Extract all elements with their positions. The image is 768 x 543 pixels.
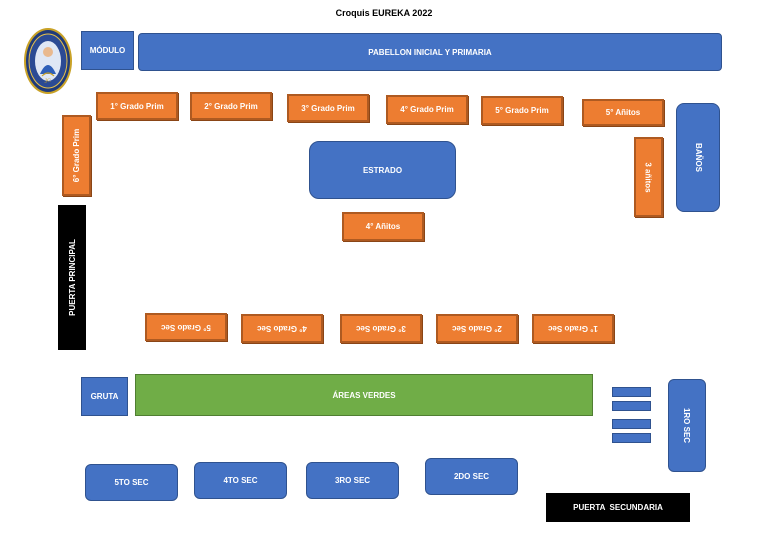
classroom-1-prim: 1° Grado Prim	[96, 92, 178, 120]
gruta-label: GRUTA	[90, 392, 119, 401]
puerta-secundaria: PUERTA SECUNDARIA	[546, 493, 690, 522]
classroom-label: 6° Grado Prim	[72, 128, 81, 183]
areas-verdes: ÁREAS VERDES	[135, 374, 593, 416]
classroom-3-prim: 3° Grado Prim	[287, 94, 369, 122]
svg-text:JC: JC	[44, 78, 51, 84]
classroom-label: 4° Añitos	[365, 222, 401, 231]
classroom-3-anitos: 3 añitos	[634, 137, 663, 217]
classroom-3-sec: 3° Grado Sec	[340, 314, 422, 343]
banos-block: BAÑOS	[676, 103, 720, 212]
pabellon-label: PABELLON INICIAL Y PRIMARIA	[368, 47, 492, 57]
block-label: 1RO SEC	[682, 407, 692, 444]
stairs-bar	[612, 433, 651, 443]
classroom-4-sec: 4° Grado Sec	[241, 314, 323, 343]
school-seal-logo: JC	[24, 28, 72, 94]
classroom-label: 1° Grado Sec	[548, 324, 598, 333]
estrado-block: ESTRADO	[309, 141, 456, 199]
classroom-1-sec: 1° Grado Sec	[532, 314, 614, 343]
classroom-label: 3° Grado Sec	[356, 324, 406, 333]
modulo-label: MÓDULO	[89, 46, 126, 55]
classroom-label: 2° Grado Prim	[204, 101, 258, 111]
stairs-bar	[612, 387, 651, 397]
classroom-2-prim: 2° Grado Prim	[190, 92, 272, 120]
modulo-block: MÓDULO	[81, 31, 134, 70]
block-label: 4TO SEC	[223, 476, 258, 485]
stairs-bar	[612, 419, 651, 429]
pabellon-inicial-primaria: PABELLON INICIAL Y PRIMARIA	[138, 33, 722, 71]
classroom-label: 4° Grado Prim	[400, 105, 454, 114]
puerta-principal: PUERTA PRINCIPAL	[58, 205, 86, 350]
block-label: 2DO SEC	[453, 472, 490, 481]
classroom-label: 5° Grado Sec	[161, 322, 211, 332]
block-1ro-sec: 1RO SEC	[668, 379, 706, 472]
classroom-5-sec: 5° Grado Sec	[145, 313, 227, 341]
block-label: 5TO SEC	[114, 478, 149, 487]
page-title: Croquis EUREKA 2022	[335, 8, 433, 18]
stairs-bar	[612, 401, 651, 411]
classroom-label: 1° Grado Prim	[110, 101, 164, 111]
banos-label: BAÑOS	[693, 143, 703, 172]
block-2do-sec: 2DO SEC	[425, 458, 518, 495]
classroom-label: 3 añitos	[644, 161, 654, 193]
classroom-4-anitos: 4° Añitos	[342, 212, 424, 241]
classroom-6-prim: 6° Grado Prim	[62, 115, 91, 196]
classroom-label: 4° Grado Sec	[257, 324, 307, 333]
estrado-label: ESTRADO	[362, 165, 403, 175]
classroom-label: 2° Grado Sec	[452, 324, 502, 333]
classroom-5-anitos: 5° Añitos	[582, 99, 664, 126]
block-5to-sec: 5TO SEC	[85, 464, 178, 501]
puerta-secundaria-label: PUERTA SECUNDARIA	[573, 503, 663, 512]
areas-verdes-label: ÁREAS VERDES	[332, 390, 396, 400]
classroom-2-sec: 2° Grado Sec	[436, 314, 518, 343]
classroom-label: 3° Grado Prim	[301, 103, 355, 113]
classroom-5-prim: 5° Grado Prim	[481, 96, 563, 125]
puerta-principal-label: PUERTA PRINCIPAL	[67, 239, 77, 316]
classroom-4-prim: 4° Grado Prim	[386, 95, 468, 124]
classroom-label: 5° Grado Prim	[495, 106, 549, 115]
gruta-block: GRUTA	[81, 377, 128, 416]
block-4to-sec: 4TO SEC	[194, 462, 287, 499]
classroom-label: 5° Añitos	[605, 108, 641, 117]
block-3ro-sec: 3RO SEC	[306, 462, 399, 499]
block-label: 3RO SEC	[334, 476, 371, 485]
